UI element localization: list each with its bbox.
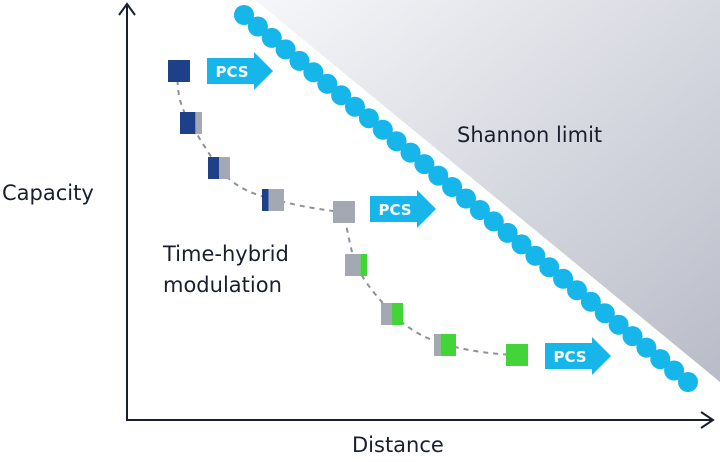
pcs-arrow: PCS [207,52,273,90]
shannon-dot [497,222,518,243]
shannon-dot [664,360,685,381]
modulation-point-grey-part [345,254,361,276]
shannon-dot [386,131,407,152]
modulation-point [333,201,355,223]
shannon-dot [234,5,254,25]
pcs-arrow-shape [370,190,436,228]
modulation-point [506,344,528,366]
x-axis-label: Distance [352,433,444,457]
shannon-dot [247,16,268,37]
shannon-dot [678,372,698,392]
shannon-dot [358,108,379,129]
modulation-point-blue-part [180,112,196,134]
shannon-dot [567,280,587,301]
modulation-point-green-part [440,334,456,356]
shannon-dot [580,291,601,312]
shannon-dot [372,119,393,140]
shannon-dot [414,154,435,175]
pcs-arrow-label: PCS [378,201,411,219]
axes [118,2,715,429]
modulation-point-grey-part [219,157,230,179]
shannon-dot [511,234,532,255]
modulation-point-grey-part [268,189,284,211]
shannon-dot [650,349,671,370]
shannon-dot [539,257,560,278]
shannon-dot [636,337,657,358]
shannon-dot [442,177,463,197]
shannon-dot [400,142,421,163]
modulation-point [381,303,403,325]
modulation-point-grey-part [434,334,441,356]
shannon-dot [594,303,615,324]
y-axis-arrowhead [118,2,136,16]
modulation-point-green-part [392,303,403,325]
modulation-point [434,334,456,356]
shannon-dot [469,200,490,220]
modulation-label: modulation [163,273,282,297]
shannon-limit-dots [234,5,698,392]
pcs-arrow-label: PCS [215,63,248,81]
modulation-point-grey-part [381,303,392,325]
shannon-dot [331,85,352,106]
modulation-point [345,254,367,276]
pcs-arrow: PCS [545,337,611,375]
modulation-point-blue-part [262,189,269,211]
modulation-point-grey-part [195,112,202,134]
shannon-region [255,0,720,382]
shannon-dot [261,27,282,48]
shannon-dot [553,268,574,289]
shannon-dot [289,50,310,71]
modulation-point [168,60,190,82]
shannon-dot [303,62,324,83]
pcs-arrow: PCS [370,190,436,228]
shannon-dot [456,188,476,209]
modulation-point-blue-part [168,60,190,82]
modulation-point [180,112,202,134]
modulation-point-grey-part [333,201,355,223]
modulation-point-green-part [360,254,367,276]
shannon-dot [275,39,296,60]
modulation-point-blue-part [208,157,219,179]
modulation-point [208,157,230,179]
shannon-dot [345,96,365,117]
y-axis-label: Capacity [2,181,94,205]
shannon-dot [622,326,643,347]
time-hybrid-label: Time-hybrid [162,242,289,266]
shannon-dot [525,245,546,266]
modulation-point-green-part [506,344,528,366]
shannon-dot [428,165,449,186]
pcs-arrow-shape [207,52,273,90]
x-axis-arrowhead [700,411,715,429]
pcs-arrow-shape [545,337,611,375]
shannon-dot [483,211,504,232]
modulation-points [168,60,528,366]
modulation-point [262,189,284,211]
pcs-arrow-label: PCS [553,348,586,366]
shannon-limit-label: Shannon limit [457,123,602,147]
shannon-dot [317,73,338,94]
shannon-dot [608,314,629,335]
